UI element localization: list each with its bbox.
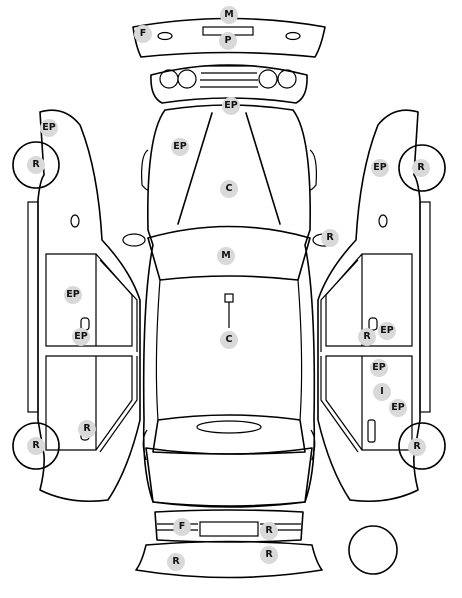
marker[interactable]: I <box>373 383 391 401</box>
marker[interactable]: P <box>219 32 237 50</box>
marker[interactable]: R <box>78 420 96 438</box>
marker[interactable]: EP <box>370 359 388 377</box>
marker[interactable]: EP <box>72 328 90 346</box>
rear-bumper <box>135 540 323 579</box>
marker[interactable]: R <box>358 328 376 346</box>
marker[interactable]: EP <box>40 119 58 137</box>
marker[interactable]: EP <box>64 286 82 304</box>
marker[interactable]: F <box>173 518 191 536</box>
car-body-top <box>122 104 336 508</box>
marker[interactable]: C <box>220 180 238 198</box>
marker[interactable]: EP <box>371 159 389 177</box>
marker[interactable]: C <box>220 331 238 349</box>
marker[interactable]: M <box>220 6 238 24</box>
marker[interactable]: F <box>134 25 152 43</box>
marker[interactable]: EP <box>389 399 407 417</box>
marker[interactable]: EP <box>378 322 396 340</box>
marker[interactable]: R <box>27 156 45 174</box>
left-side-view <box>12 109 141 503</box>
marker[interactable]: R <box>412 159 430 177</box>
marker[interactable]: EP <box>222 97 240 115</box>
marker[interactable]: M <box>217 247 235 265</box>
spare-wheel-outline <box>348 525 398 575</box>
marker[interactable]: R <box>27 437 45 455</box>
marker[interactable]: R <box>408 438 426 456</box>
marker[interactable]: R <box>167 553 185 571</box>
marker[interactable]: R <box>321 229 339 247</box>
marker[interactable]: R <box>260 546 278 564</box>
marker[interactable]: R <box>260 522 278 540</box>
front-face <box>150 64 308 104</box>
marker[interactable]: EP <box>171 138 189 156</box>
